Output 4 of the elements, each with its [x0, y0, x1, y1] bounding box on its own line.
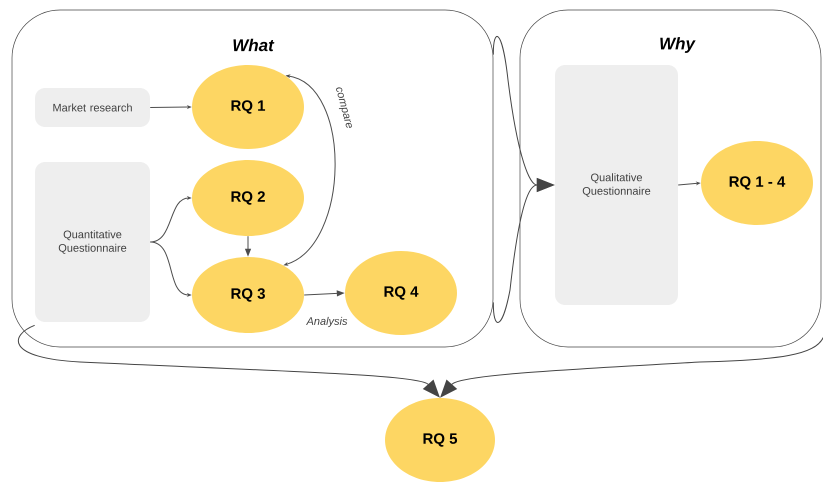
edge-label: compare	[332, 85, 354, 131]
source-box: Quantitative Questionnaire	[35, 162, 150, 322]
source-box: Qualitative Questionnaire	[555, 65, 678, 305]
source-box: Market research	[35, 88, 150, 127]
